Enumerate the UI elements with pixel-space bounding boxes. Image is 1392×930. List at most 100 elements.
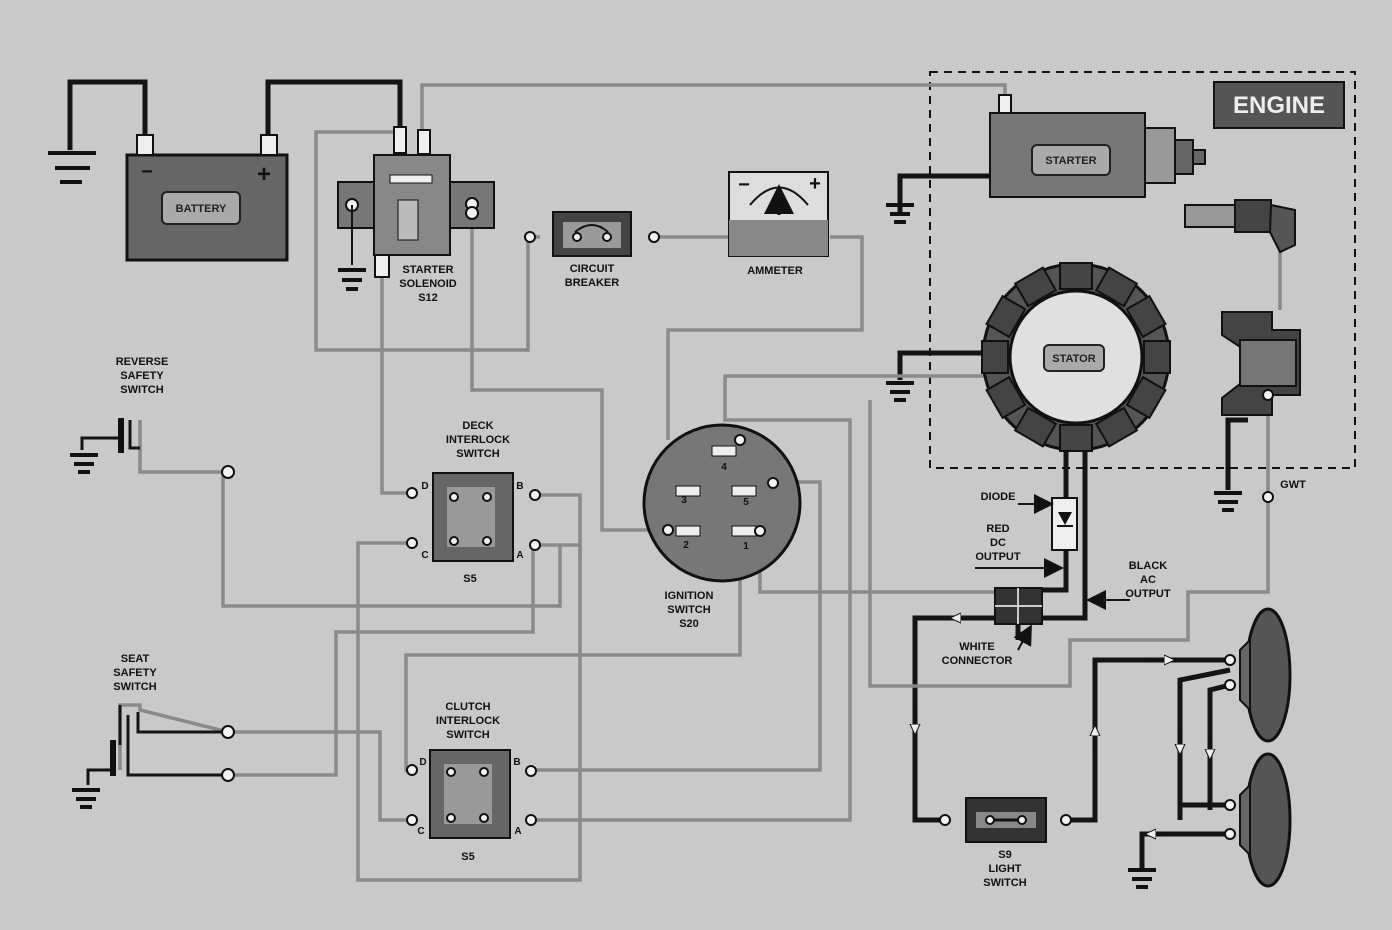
stator: STATOR bbox=[981, 262, 1171, 452]
black-ac-label-3: OUTPUT bbox=[1125, 588, 1171, 600]
spark-plug-icon bbox=[1184, 199, 1296, 254]
ammeter-neg-sign: − bbox=[738, 174, 750, 196]
deck-pin-a: A bbox=[516, 550, 523, 561]
headlight-bottom bbox=[1224, 752, 1292, 888]
deck-pin-c: C bbox=[421, 550, 428, 561]
red-dc-label-1: RED bbox=[986, 523, 1009, 535]
stator-tooth bbox=[1143, 340, 1171, 374]
stator-tooth bbox=[985, 294, 1027, 339]
ignition-pin-5: 5 bbox=[743, 497, 749, 508]
deck-id: S5 bbox=[463, 573, 476, 585]
clutch-pin-c: C bbox=[417, 826, 424, 837]
black-ac-label-2: AC bbox=[1140, 574, 1156, 586]
solenoid-label-1: STARTER bbox=[402, 264, 453, 276]
battery-pos-sign: + bbox=[257, 161, 271, 188]
clutch-pin-d: D bbox=[419, 757, 426, 768]
battery-ground-icon bbox=[48, 151, 96, 184]
red-dc-label-3: OUTPUT bbox=[975, 551, 1021, 563]
gwt-label: GWT bbox=[1280, 479, 1306, 491]
seat-label-3: SWITCH bbox=[113, 681, 156, 693]
deck-label-1: DECK bbox=[462, 420, 493, 432]
engine-label-box bbox=[1213, 81, 1345, 129]
stator-tooth bbox=[981, 340, 1009, 374]
battery: BATTERY − + bbox=[125, 134, 289, 262]
red-dc-label-2: DC bbox=[990, 537, 1006, 549]
ammeter: − + bbox=[728, 171, 829, 257]
stator-tooth bbox=[985, 375, 1027, 420]
clutch-interlock-switch: D B C A bbox=[406, 749, 537, 839]
stator-tooth bbox=[1059, 262, 1093, 290]
white-connector-label-1: WHITE bbox=[959, 641, 994, 653]
starter-label: STARTER bbox=[1045, 155, 1096, 167]
solenoid-ground-icon bbox=[338, 268, 366, 291]
ignition-pin-1: 1 bbox=[743, 541, 749, 552]
white-connector bbox=[994, 587, 1043, 625]
starter-ground-icon bbox=[886, 203, 914, 224]
light-switch-label-2: LIGHT bbox=[989, 863, 1022, 875]
stator-tooth bbox=[1125, 294, 1167, 339]
clutch-id: S5 bbox=[461, 851, 474, 863]
headlight-top bbox=[1224, 607, 1292, 743]
engine-label: ENGINE bbox=[1233, 92, 1325, 119]
stator-tooth bbox=[1013, 266, 1058, 308]
engine-boundary bbox=[929, 71, 1356, 469]
ammeter-pos-sign: + bbox=[809, 173, 821, 195]
ignition-label-1: IGNITION bbox=[665, 590, 714, 602]
deck-pin-d: D bbox=[421, 481, 428, 492]
stator-ground-icon bbox=[886, 381, 914, 402]
circuit-breaker bbox=[524, 211, 660, 257]
stator-label: STATOR bbox=[1052, 353, 1095, 365]
ignition-pin-4: 4 bbox=[721, 462, 727, 473]
white-connector-pointer bbox=[1013, 624, 1032, 651]
clutch-pin-a: A bbox=[514, 826, 521, 837]
module-ground-icon bbox=[1214, 491, 1242, 512]
light-switch bbox=[939, 797, 1072, 843]
stator-tooth bbox=[1094, 266, 1139, 308]
black-ac-label-1: BLACK bbox=[1129, 560, 1168, 572]
ignition-module bbox=[1221, 311, 1301, 416]
ignition-pin-3: 3 bbox=[681, 495, 687, 506]
stator-tooth bbox=[1125, 375, 1167, 420]
clutch-label-1: CLUTCH bbox=[445, 701, 490, 713]
white-connector-label-2: CONNECTOR bbox=[942, 655, 1013, 667]
diode-label: DIODE bbox=[981, 491, 1016, 503]
circuit-breaker-label-2: BREAKER bbox=[565, 277, 619, 289]
starter-solenoid bbox=[337, 126, 495, 278]
current-flow-arrows bbox=[915, 618, 1210, 834]
light-switch-label-3: SWITCH bbox=[983, 877, 1026, 889]
circuit-breaker-label-1: CIRCUIT bbox=[570, 263, 615, 275]
ignition-label-2: SWITCH bbox=[667, 604, 710, 616]
ammeter-label: AMMETER bbox=[747, 265, 803, 277]
stator-tooth bbox=[1094, 406, 1139, 448]
ignition-pin-2: 2 bbox=[683, 540, 689, 551]
battery-label: BATTERY bbox=[176, 203, 227, 215]
stator-tooth bbox=[1013, 406, 1058, 448]
deck-interlock-switch: D B C A bbox=[406, 472, 541, 562]
ignition-switch: 4 3 5 2 1 bbox=[642, 423, 802, 583]
ignition-label-3: S20 bbox=[679, 618, 699, 630]
reverse-label-3: SWITCH bbox=[120, 384, 163, 396]
seat-safety-switch bbox=[86, 705, 235, 785]
reverse-ground-icon bbox=[70, 453, 98, 474]
reverse-safety-switch bbox=[80, 418, 235, 479]
stator-tooth bbox=[1059, 424, 1093, 452]
battery-neg-sign: − bbox=[141, 161, 153, 183]
deck-label-2: INTERLOCK bbox=[446, 434, 510, 446]
clutch-label-2: INTERLOCK bbox=[436, 715, 500, 727]
deck-label-3: SWITCH bbox=[456, 448, 499, 460]
solenoid-label-2: SOLENOID bbox=[399, 278, 457, 290]
light-switch-label-1: S9 bbox=[998, 849, 1011, 861]
reverse-label-2: SAFETY bbox=[120, 370, 164, 382]
diode bbox=[1051, 497, 1078, 551]
clutch-pin-b: B bbox=[513, 757, 520, 768]
deck-pin-b: B bbox=[516, 481, 523, 492]
seat-label-2: SAFETY bbox=[113, 667, 157, 679]
gwt-terminal bbox=[1262, 491, 1274, 503]
headlight-ground-icon bbox=[1128, 868, 1156, 889]
seat-ground-icon bbox=[72, 788, 100, 809]
starter-motor: STARTER bbox=[989, 94, 1206, 198]
clutch-label-3: SWITCH bbox=[446, 729, 489, 741]
solenoid-label-3: S12 bbox=[418, 292, 438, 304]
reverse-label-1: REVERSE bbox=[116, 356, 169, 368]
